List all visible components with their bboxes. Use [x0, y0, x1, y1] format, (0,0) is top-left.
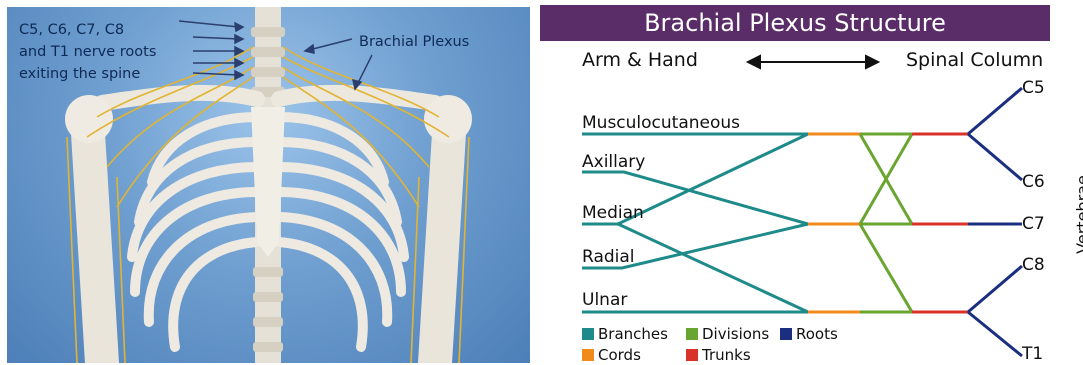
roots-caption-line-3: exiting the spine: [19, 64, 140, 84]
brachial-plexus-label: Brachial Plexus: [359, 32, 469, 52]
legend-swatch-roots: [780, 328, 792, 340]
root-label-c5: C5: [1022, 78, 1045, 98]
legend-swatch-divisions: [686, 328, 698, 340]
double-headed-arrow-icon: [748, 56, 878, 68]
legend-label-branches: Branches: [598, 325, 668, 343]
root-label-c8: C8: [1022, 255, 1045, 275]
legend-label-divisions: Divisions: [702, 325, 769, 343]
roots-lines: [968, 88, 1022, 356]
divisions-lines: [860, 134, 912, 312]
right-humerus: [435, 117, 450, 363]
branch-label-median: Median: [582, 203, 644, 223]
branch-label-radial: Radial: [582, 247, 635, 267]
branch-label-musculocutaneous: Musculocutaneous: [582, 113, 740, 133]
trunks-lines: [912, 134, 968, 312]
root-label-c7: C7: [1022, 214, 1045, 234]
diagram-lines: [540, 0, 1083, 365]
right-clavicle: [279, 93, 435, 103]
legend-label-roots: Roots: [796, 325, 838, 343]
branch-label-ulnar: Ulnar: [582, 290, 627, 310]
anatomy-illustration: C5, C6, C7, C8 and T1 nerve roots exitin…: [7, 7, 530, 363]
vertebrae-axis-label: Vertebrae: [1073, 175, 1083, 254]
roots-caption-line-2: and T1 nerve roots: [19, 42, 156, 62]
roots-caption-line-1: C5, C6, C7, C8: [19, 20, 124, 40]
legend-label-cords: Cords: [598, 346, 641, 364]
root-label-c6: C6: [1022, 172, 1045, 192]
root-label-t1: T1: [1022, 344, 1043, 364]
left-humerus: [87, 117, 102, 363]
cords-lines: [808, 134, 860, 312]
legend-swatch-trunks: [686, 349, 698, 361]
legend-swatch-cords: [582, 349, 594, 361]
branch-label-axillary: Axillary: [582, 152, 645, 172]
legend-swatch-branches: [582, 328, 594, 340]
legend-label-trunks: Trunks: [702, 346, 751, 364]
plexus-diagram: Brachial Plexus Structure Arm & Hand Spi…: [540, 0, 1083, 365]
